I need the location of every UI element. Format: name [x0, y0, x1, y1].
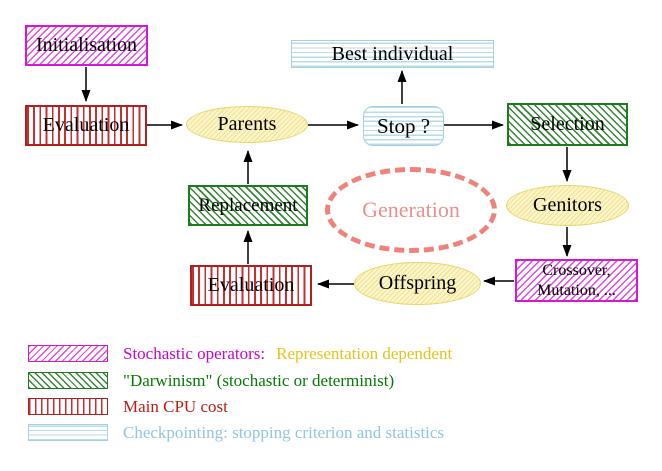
- crossover-line2: Mutation, ...: [537, 281, 616, 299]
- legend-label-checkpointing: Checkpointing: stopping criterion and st…: [123, 423, 445, 442]
- node-evaluation-top: Evaluation: [25, 105, 147, 146]
- legend-label-darwinism: "Darwinism" (stochastic or determinist): [123, 371, 395, 390]
- node-selection: Selection: [507, 103, 628, 146]
- node-generation: Generation: [325, 167, 497, 253]
- node-best-individual: Best individual: [291, 40, 494, 68]
- node-genitors: Genitors: [506, 185, 629, 226]
- node-replacement: Replacement: [188, 185, 308, 226]
- node-offspring: Offspring: [354, 262, 481, 305]
- legend-label-stochastic-operators: Stochastic operators: Representation depe…: [123, 345, 452, 363]
- crossover-line1: Crossover,: [542, 261, 611, 279]
- legend-swatch-checkpointing: [28, 424, 108, 441]
- legend-swatch-darwinism: [28, 372, 108, 389]
- legend-label-representation-dependent: Representation dependent: [276, 344, 453, 363]
- node-crossover-mutation: Crossover, Mutation, ...: [515, 259, 638, 302]
- node-initialisation: Initialisation: [25, 25, 148, 66]
- legend-swatch-stochastic-operators: [28, 345, 108, 362]
- node-evaluation-bottom: Evaluation: [190, 265, 312, 306]
- node-parents: Parents: [186, 106, 308, 143]
- legend-label-main-cpu-cost: Main CPU cost: [123, 397, 228, 416]
- node-stop: Stop ?: [363, 106, 444, 146]
- legend-label-stochastic-operators-text: Stochastic operators:: [123, 344, 266, 363]
- legend-swatch-main-cpu-cost: [28, 398, 108, 415]
